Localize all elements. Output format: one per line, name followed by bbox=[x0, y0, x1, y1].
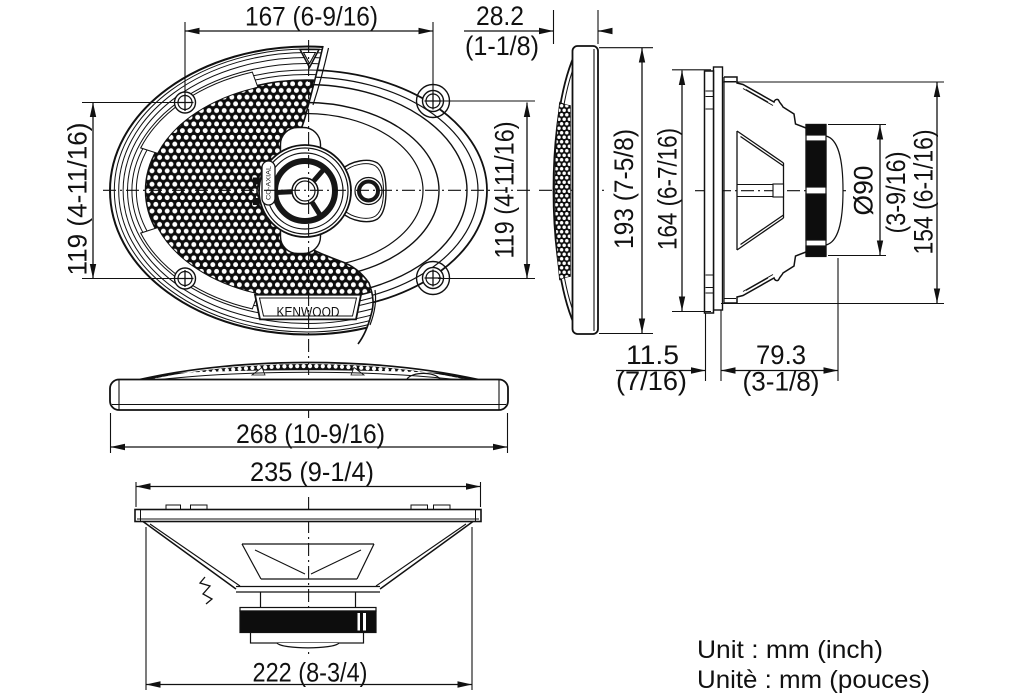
svg-text:268 (10-9/16): 268 (10-9/16) bbox=[236, 419, 385, 449]
svg-text:(7/16): (7/16) bbox=[616, 366, 687, 396]
svg-text:235 (9-1/4): 235 (9-1/4) bbox=[250, 457, 374, 487]
svg-text:119 (4-11/16): 119 (4-11/16) bbox=[490, 122, 520, 259]
svg-text:79.3: 79.3 bbox=[756, 340, 806, 370]
svg-text:28.2: 28.2 bbox=[476, 1, 524, 31]
svg-text:119 (4-11/16): 119 (4-11/16) bbox=[63, 123, 93, 276]
svg-text:193 (7-5/8): 193 (7-5/8) bbox=[609, 129, 639, 249]
svg-text:(1-1/8): (1-1/8) bbox=[465, 31, 539, 61]
svg-text:Unitè : mm (pouces): Unitè : mm (pouces) bbox=[697, 666, 930, 694]
svg-text:164 (6-7/16): 164 (6-7/16) bbox=[653, 128, 683, 250]
svg-text:Unit : mm (inch): Unit : mm (inch) bbox=[697, 636, 883, 664]
svg-text:(3-9/16): (3-9/16) bbox=[881, 152, 911, 234]
svg-text:CO-AXIAL: CO-AXIAL bbox=[266, 166, 273, 200]
svg-text:Ø90: Ø90 bbox=[849, 166, 879, 216]
svg-text:(3-1/8): (3-1/8) bbox=[743, 367, 820, 397]
svg-text:154 (6-1/16): 154 (6-1/16) bbox=[909, 130, 939, 255]
svg-text:11.5: 11.5 bbox=[626, 340, 679, 370]
svg-text:167 (6-9/16): 167 (6-9/16) bbox=[245, 2, 378, 32]
svg-text:222 (8-3/4): 222 (8-3/4) bbox=[253, 658, 368, 688]
